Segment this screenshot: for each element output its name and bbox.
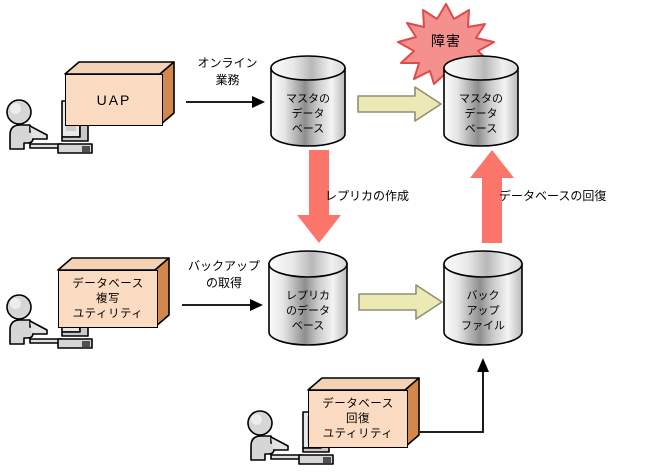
node-copy-utility-line2: 複写: [96, 292, 120, 305]
db-label-line2: アップ: [466, 304, 500, 317]
arrow-right-block-icon-master: [357, 85, 443, 128]
node-master-db-right[interactable]: マスタの データ ベース: [443, 55, 519, 147]
node-backup-file[interactable]: バック アップ ファイル: [443, 250, 523, 346]
node-backup-file-label: バック アップ ファイル: [443, 284, 523, 338]
db-label-line1: マスタの: [459, 92, 503, 105]
person-terminal-uap: [2, 97, 94, 162]
edge-label-replica-create: レプリカの作成: [325, 189, 410, 203]
arrow-up-red-icon: [469, 150, 515, 249]
db-label-line3: ファイル: [461, 319, 505, 332]
node-replica-db-label: レプリカ のデータ ベース: [268, 284, 348, 338]
node-uap[interactable]: UAP: [64, 61, 175, 126]
node-recovery-utility-line1: データベース: [322, 397, 394, 410]
node-recovery-utility-line2: 回復: [346, 412, 370, 425]
arrow-right-block-icon-backup: [358, 283, 444, 326]
arrow-right-thin-icon-online: [186, 95, 266, 114]
node-recovery-utility-line3: ユティリティ: [322, 427, 394, 440]
node-copy-utility[interactable]: データベース 複写 ユティリティ: [57, 257, 170, 328]
edge-label-db-recovery: データベースの回復: [499, 189, 607, 203]
db-label-line3: ベース: [291, 319, 325, 332]
db-label-line3: ベース: [464, 122, 498, 135]
arrow-down-red-icon: [296, 150, 342, 249]
node-copy-utility-line3: ユティリティ: [72, 307, 144, 320]
node-replica-db[interactable]: レプリカ のデータ ベース: [268, 250, 348, 346]
db-label-line3: ベース: [291, 122, 325, 135]
node-master-db-right-label: マスタの データ ベース: [443, 87, 519, 141]
edge-label-online-task: オンライン 業務: [180, 55, 275, 89]
node-master-db-left[interactable]: マスタの データ ベース: [270, 55, 346, 147]
node-uap-label: UAP: [96, 91, 132, 108]
db-label-line2: のデータ: [286, 304, 330, 317]
edge-label-backup-acquire-line2: の取得: [205, 276, 242, 290]
db-label-line1: マスタの: [286, 92, 330, 105]
edge-label-online-task-line2: 業務: [215, 73, 240, 87]
arrow-right-thin-icon-backup: [182, 298, 264, 317]
node-copy-utility-line1: データベース: [72, 277, 144, 290]
edge-label-backup-acquire: バックアップ の取得: [172, 258, 276, 292]
db-label-line2: データ: [464, 107, 498, 120]
node-master-db-left-label: マスタの データ ベース: [270, 87, 346, 141]
db-label-line2: データ: [291, 107, 325, 120]
db-label-line1: バック: [466, 289, 500, 302]
node-recovery-utility[interactable]: データベース 回復 ユティリティ: [307, 377, 420, 448]
edge-label-backup-acquire-line1: バックアップ: [187, 259, 260, 273]
db-label-line1: レプリカ: [286, 289, 330, 302]
edge-label-online-task-line1: オンライン: [197, 56, 258, 70]
elbow-connector-arrow-icon: [420, 358, 500, 439]
failure-burst-label: 障害: [431, 33, 461, 49]
